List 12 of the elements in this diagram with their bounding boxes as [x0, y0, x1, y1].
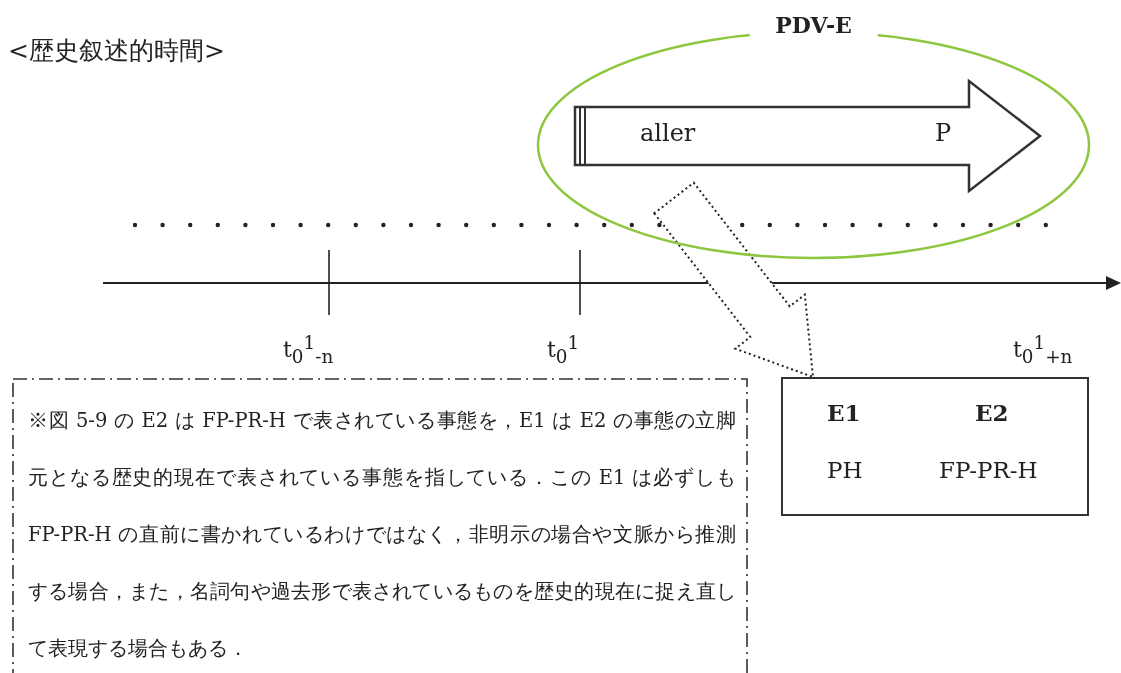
title: <歴史叙述的時間> — [8, 35, 225, 67]
block-arrow — [652, 181, 815, 379]
arrow-label: P — [935, 119, 952, 147]
table-box — [781, 377, 1089, 516]
block-arrow — [573, 80, 1041, 192]
cell-text: PH — [827, 457, 863, 483]
column-heading: E2 — [975, 399, 1009, 426]
arrow-label: aller — [640, 119, 696, 147]
cell-text: FP-PR-H — [939, 457, 1038, 483]
note-text: ※図 5-9 の E2 は FP-PR-H で表されている事態を，E1 は E2 の事態の立脚元となる歴史的現在で表されている事態を指している．この E1 は必ずしも FP-PR-H の直前に書かれているわけではなく，非明示の場合や文脈から推測する場合，また，名詞句や過去形で表されているものを歴史的現在に捉え直して表現する場合もある． — [28, 408, 736, 662]
note-box — [12, 378, 748, 670]
column-heading: E1 — [827, 399, 861, 426]
